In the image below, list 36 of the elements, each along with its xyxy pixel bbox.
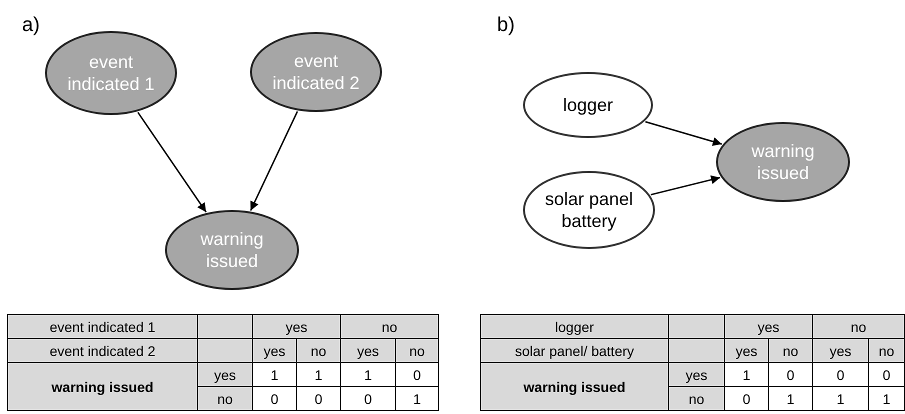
node-label: solar panel battery [544,188,634,232]
node-label: logger [562,94,614,116]
table-cell: logger [480,314,669,339]
node-label: event indicated 1 [66,51,156,95]
arrow [645,121,722,146]
table-cell: no [340,314,439,339]
table-cell: no [296,338,341,363]
table-cell: no [812,314,905,339]
table-cell: event indicated 1 [7,314,198,339]
table-cell: 1 [395,386,439,411]
table-cell: solar panel/ battery [480,338,669,363]
panel-label: b) [497,14,515,37]
panel-label: a) [22,14,40,37]
table-cell: yes [197,362,253,387]
table-cell: no [668,386,725,411]
table-cell: yes [812,338,869,363]
table-cell: yes [252,338,297,363]
node-label: warning issued [199,228,265,272]
table-cell: yes [724,338,769,363]
table-cell: event indicated 2 [7,338,198,363]
table-cell: no [868,338,905,363]
table-cell: yes [668,362,725,387]
table-cell: no [768,338,813,363]
arrow [650,175,720,196]
node-label: event indicated 2 [271,50,361,94]
table-cell: yes [252,314,341,339]
arrow [137,112,207,213]
table-cell: 1 [868,386,905,411]
table-cell: no [395,338,439,363]
table-cell: warning issued [7,362,198,411]
table-cell: yes [340,338,396,363]
table-cell: no [197,386,253,411]
table-cell: warning issued [480,362,669,411]
arrow [250,111,298,211]
node-label: warning issued [750,140,816,184]
table-cell: yes [724,314,813,339]
